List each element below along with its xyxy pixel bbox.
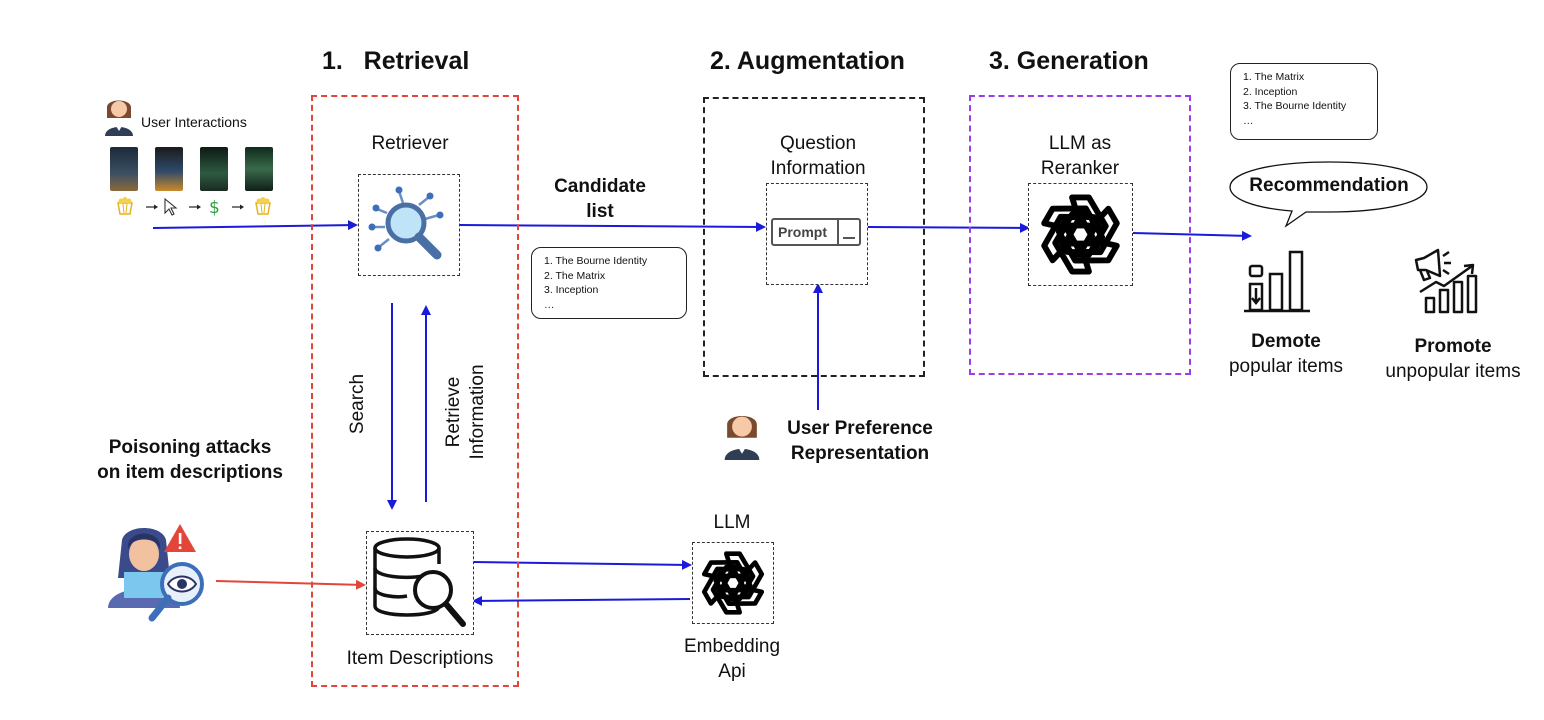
prompt-box: Prompt — [766, 183, 868, 285]
openai-logo-icon — [701, 551, 765, 615]
user-interactions-label: User Interactions — [141, 114, 247, 130]
retriever-label: Retriever — [371, 133, 449, 154]
user-avatar-icon — [724, 416, 760, 460]
arrow-embedding-to-db — [472, 595, 691, 606]
hacker-icon — [108, 524, 204, 622]
item-descriptions-box — [366, 531, 474, 635]
list-item: 2. Inception — [1243, 85, 1298, 98]
recommendation-bubble — [1229, 161, 1428, 228]
generation-stage-box — [969, 95, 1191, 375]
arrow-prompt-to-llm — [867, 222, 1030, 233]
augmentation-stage-box — [703, 97, 925, 377]
embedding-llm-box — [692, 542, 774, 624]
cursor-icon — [164, 197, 178, 216]
arrow-retriever-to-prompt — [459, 221, 766, 232]
retrieve-information-label: Retrieve Information — [443, 364, 488, 460]
list-item: 1. The Bourne Identity — [544, 255, 648, 267]
eye-magnifier-icon — [148, 562, 204, 622]
arrow-user-to-retriever — [152, 220, 358, 231]
list-item: 3. The Bourne Identity — [1243, 100, 1347, 112]
arrow-llm-to-recommendation — [1131, 230, 1252, 241]
stage-title-augmentation: 2. Augmentation — [710, 47, 905, 75]
candidate-list-note: 1. The Bourne Identity 2. The Matrix 3. … — [531, 247, 687, 319]
arrow-attack — [215, 579, 366, 590]
warning-icon — [164, 524, 196, 552]
list-item: … — [1243, 114, 1254, 127]
dollar-icon: $ — [209, 198, 220, 216]
interaction-sequence: $ — [117, 197, 271, 216]
list-item: 3. Inception — [544, 284, 599, 296]
movie-poster-icon — [155, 147, 183, 191]
poisoning-attacks-label: Poisoning attacks on item descriptions — [97, 437, 283, 483]
list-item: … — [544, 298, 555, 311]
embedding-api-label: Embedding Api — [683, 636, 781, 682]
demote-label: Demote popular items — [1228, 331, 1344, 377]
user-avatar-icon — [105, 100, 133, 136]
retriever-search-icon — [368, 186, 444, 260]
recommendation-label: Recommendation — [1249, 175, 1409, 196]
list-item: 1. The Matrix — [1243, 71, 1305, 83]
user-preference-label: User Preference Representation — [787, 418, 933, 464]
popcorn-icon — [255, 197, 271, 215]
reranked-list-note: 1. The Matrix 2. Inception 3. The Bourne… — [1230, 63, 1378, 140]
movie-poster-icon — [200, 147, 228, 191]
reranker-box — [1028, 183, 1133, 286]
movie-poster-icon — [245, 147, 273, 191]
retriever-box — [358, 174, 460, 276]
candidate-list-label: Candidate list — [554, 176, 646, 222]
arrow-db-to-embedding — [473, 559, 692, 570]
llm-reranker-label: LLM as Reranker — [1040, 133, 1120, 179]
list-item: 2. The Matrix — [544, 269, 606, 282]
bar-chart-demote-icon — [1244, 250, 1310, 313]
llm-label: LLM — [713, 512, 751, 533]
promote-label: Promote unpopular items — [1385, 336, 1521, 382]
stage-title-retrieval: 1. Retrieval — [322, 47, 470, 75]
item-descriptions-label: Item Descriptions — [346, 648, 494, 669]
openai-logo-icon — [1041, 194, 1120, 275]
megaphone-growth-icon — [1414, 248, 1478, 314]
search-label: Search — [347, 373, 368, 435]
popcorn-icon — [117, 197, 133, 215]
retrieval-stage-box — [311, 95, 519, 687]
stage-title-generation: 3. Generation — [989, 47, 1149, 75]
question-information-label: Question Information — [770, 133, 866, 179]
database-search-icon — [373, 537, 466, 627]
movie-poster-icon — [110, 147, 138, 191]
prompt-input-icon: Prompt — [771, 218, 861, 246]
